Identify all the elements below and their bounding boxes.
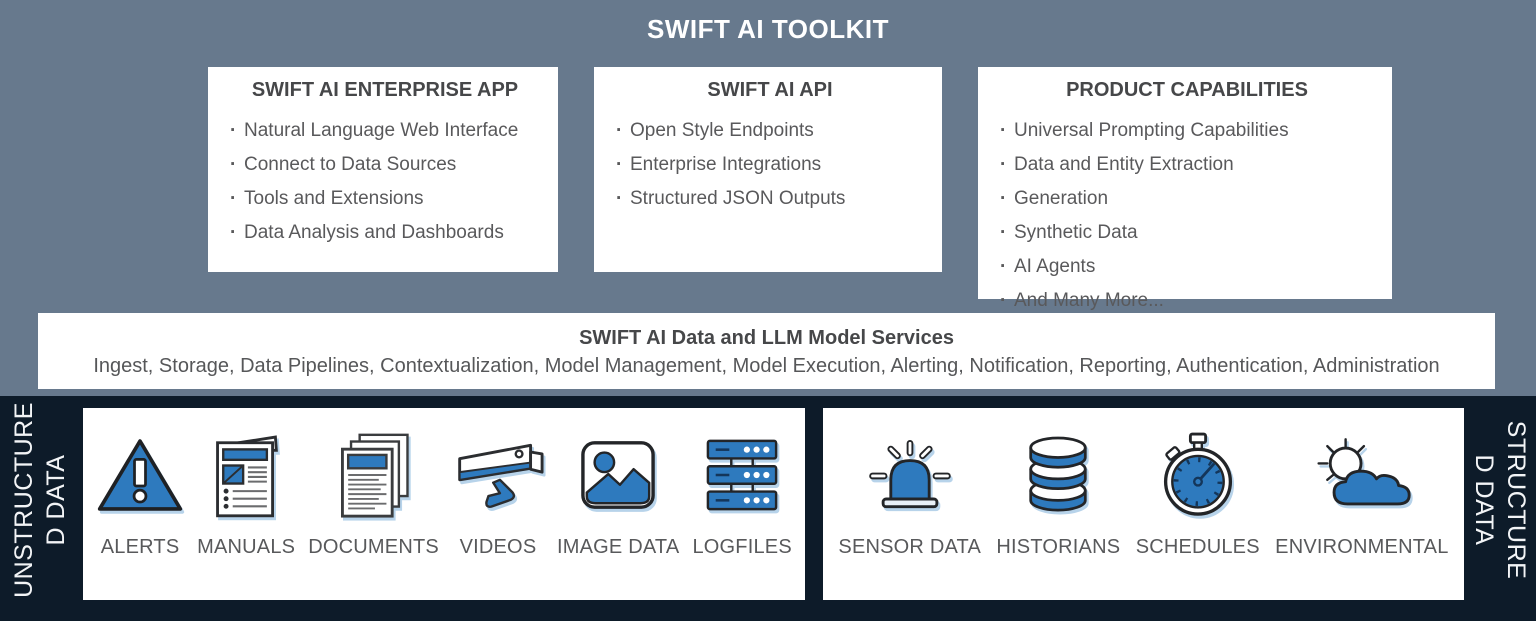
item-label: LOGFILES: [692, 536, 792, 558]
list-item: Connect to Data Sources: [230, 148, 540, 182]
list-item: Data Analysis and Dashboards: [230, 216, 540, 250]
list-item: Synthetic Data: [1000, 216, 1374, 250]
list-item: Tools and Extensions: [230, 182, 540, 216]
cctv-camera-icon: [452, 422, 544, 528]
item-label: IMAGE DATA: [557, 536, 680, 558]
data-sources-footer: UNSTRUCTURE D DATA ALERTS: [0, 396, 1536, 621]
item-label: SENSOR DATA: [838, 536, 981, 558]
list-item-manuals: MANUALS: [197, 422, 295, 559]
item-label: SCHEDULES: [1135, 536, 1260, 558]
item-label: DOCUMENTS: [308, 536, 439, 558]
list-item-logfiles: LOGFILES: [692, 422, 792, 559]
item-label: MANUALS: [197, 536, 296, 558]
api-list: Open Style Endpoints Enterprise Integrat…: [616, 114, 924, 216]
services-bar-description: Ingest, Storage, Data Pipelines, Context…: [93, 355, 1440, 377]
structured-data-label: STRUCTURE D DATA: [1470, 420, 1530, 580]
server-stack-icon: [702, 422, 782, 528]
product-capabilities-list: Universal Prompting Capabilities Data an…: [1000, 114, 1374, 318]
product-capabilities-title: PRODUCT CAPABILITIES: [1066, 79, 1308, 101]
list-item: Natural Language Web Interface: [230, 114, 540, 148]
list-item: Data and Entity Extraction: [1000, 148, 1374, 182]
services-bar: SWIFT AI Data and LLM Model Services Ing…: [38, 313, 1495, 389]
list-item: And Many More...: [1000, 284, 1374, 318]
unstructured-data-label: UNSTRUCTURE D DATA: [10, 402, 70, 598]
enterprise-app-title: SWIFT AI ENTERPRISE APP: [251, 79, 519, 101]
image-icon: [577, 422, 659, 528]
list-item-documents: DOCUMENTS: [308, 422, 439, 559]
list-item-schedules: SCHEDULES: [1136, 422, 1260, 559]
list-item-image-data: IMAGE DATA: [557, 422, 679, 559]
list-item-sensor-data: SENSOR DATA: [838, 422, 981, 559]
list-item: AI Agents: [1000, 250, 1374, 284]
list-item-alerts: ALERTS: [96, 422, 184, 559]
list-item: Generation: [1000, 182, 1374, 216]
api-box: SWIFT AI API Open Style Endpoints Enterp…: [594, 67, 942, 272]
item-label: HISTORIANS: [996, 536, 1121, 558]
enterprise-app-list: Natural Language Web Interface Connect t…: [230, 114, 540, 250]
list-item: Enterprise Integrations: [616, 148, 924, 182]
siren-icon: [862, 422, 958, 528]
list-item-historians: HISTORIANS: [996, 422, 1120, 559]
item-label: ENVIRONMENTAL: [1275, 536, 1449, 558]
item-label: ALERTS: [100, 536, 180, 558]
api-title: SWIFT AI API: [707, 79, 833, 101]
page-title: SWIFT AI TOOLKIT: [647, 14, 889, 44]
services-bar-title: SWIFT AI Data and LLM Model Services: [579, 327, 954, 349]
list-item: Universal Prompting Capabilities: [1000, 114, 1374, 148]
unstructured-data-panel: ALERTS: [83, 408, 805, 600]
sun-cloud-icon: [1309, 422, 1415, 528]
stacked-documents-icon: [334, 422, 414, 528]
product-capabilities-box: PRODUCT CAPABILITIES Universal Prompting…: [978, 67, 1392, 318]
warning-triangle-icon: [96, 422, 184, 528]
structured-data-panel: SENSOR DATA HISTORIANS: [823, 408, 1464, 600]
list-item: Structured JSON Outputs: [616, 182, 924, 216]
list-item-environmental: ENVIRONMENTAL: [1275, 422, 1448, 559]
enterprise-app-box: SWIFT AI ENTERPRISE APP Natural Language…: [208, 67, 558, 272]
manual-document-icon: [209, 422, 283, 528]
database-icon: [1019, 422, 1097, 528]
item-label: VIDEOS: [459, 536, 537, 558]
list-item: Open Style Endpoints: [616, 114, 924, 148]
list-item-videos: VIDEOS: [452, 422, 544, 559]
stopwatch-icon: [1158, 422, 1238, 528]
